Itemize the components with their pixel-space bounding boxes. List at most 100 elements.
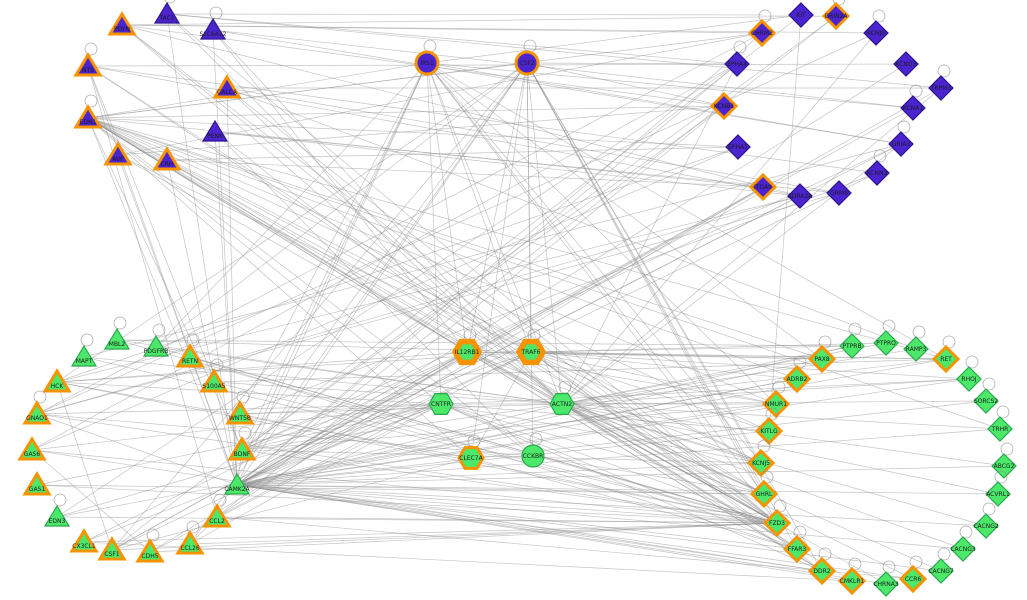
node-KCNQ3[interactable]: KCNQ3 [893, 51, 919, 77]
node-FFAR3[interactable]: FFAR3 [782, 525, 812, 564]
edge-SLC6A12-KCNA1 [212, 29, 914, 109]
node-KIT[interactable]: KIT [788, 2, 814, 28]
node-CACNG7[interactable]: CACNG7 [928, 547, 954, 584]
edge-CAMK2A-NMUR1 [236, 403, 777, 486]
edge-PDYN-CHRM2 [121, 24, 763, 34]
node-CMKLR1[interactable]: CMKLR1 [837, 557, 867, 596]
node-GRM8[interactable]: GRM8 [826, 180, 852, 206]
node-GNAO1[interactable]: GNAO1 [22, 390, 52, 425]
edge-IL12RB1-HCK [56, 351, 468, 383]
node-NTS[interactable]: NTS [73, 42, 103, 77]
edge-ACTN2-TRPM3 [561, 87, 942, 405]
self-loop-edge [848, 322, 862, 336]
edge-CRH-EPHA7 [166, 146, 739, 161]
edge-ACTN2-TAC1 [166, 13, 563, 405]
node-KCNA1[interactable]: KCNA1 [900, 84, 926, 121]
edge-CSF2-EDN1 [87, 62, 528, 119]
node-CCR6[interactable]: CCR6 [898, 555, 928, 594]
self-loop-edge [113, 316, 127, 330]
edge-TRAF6-NTS [87, 65, 532, 353]
node-RHOJ[interactable]: RHOJ [956, 355, 982, 392]
node-IL12RB1[interactable]: IL12RB1 [451, 328, 483, 366]
triangle-shape [103, 141, 133, 166]
edge-CNTFR-CX3CL1 [83, 403, 442, 543]
edge-NTS-ADRA2A [87, 65, 801, 197]
node-CX3CL1[interactable]: CX3CL1 [69, 528, 99, 553]
diamond-shape [782, 534, 812, 564]
edge-PENK-ADRA2A [214, 131, 801, 197]
node-CSF1[interactable]: CSF1 [97, 536, 127, 561]
diamond-shape [762, 508, 792, 538]
circle-shape [514, 50, 540, 76]
edge-ACTN2-WNT5B [239, 403, 563, 415]
node-CACNG3[interactable]: CACNG3 [950, 525, 976, 562]
self-loop-edge [912, 325, 926, 339]
node-EDN1[interactable]: EDN1 [73, 94, 103, 129]
edge-CNTFR-CDH5 [149, 403, 442, 553]
triangle-shape [73, 104, 103, 129]
node-KCNB1[interactable]: KCNB1 [709, 91, 739, 121]
edge-CAMK2A-RHOJ [236, 378, 970, 486]
edge-ITGA9-CDH5 [149, 186, 764, 553]
edge-EDN1-NMUR1 [87, 117, 777, 405]
edge-EDN1-KCNB1 [87, 105, 725, 119]
node-CALCA[interactable]: CALCA [212, 74, 242, 99]
diamond-shape [837, 566, 867, 596]
edge-ACTN2-RAMP3 [561, 348, 917, 405]
edge-EDN1-BDNF [87, 117, 243, 451]
edge-CSF2-IL12RB1 [466, 62, 528, 353]
edge-CAMK2A-FZD3 [236, 484, 778, 524]
node-CCL26[interactable]: CCL26 [175, 520, 205, 555]
edge-CAMK2A-CMKLR1 [236, 484, 853, 582]
edge-TRAF6-AVP [117, 154, 532, 353]
node-PDYN[interactable]: PDYN [107, 11, 137, 36]
edge-CAMK2A-ADRA2A [236, 195, 801, 486]
node-KCNJ9[interactable]: KCNJ9 [863, 9, 889, 46]
node-RAMP3[interactable]: RAMP3 [903, 325, 929, 362]
node-CACNG2[interactable]: CACNG2 [973, 502, 999, 539]
edge-CNTFR-CCL26 [189, 403, 442, 545]
node-NMUR1[interactable]: NMUR1 [761, 380, 791, 419]
node-PTPRO[interactable]: PTPRO [873, 319, 899, 356]
triangle-shape [73, 52, 103, 77]
edge-WNT5B-RHOJ [239, 378, 970, 415]
edge-EDN1-CNTFR [87, 117, 442, 405]
node-TAC1[interactable]: TAC1 [153, 0, 181, 24]
node-GRIN2A[interactable]: GRIN2A [821, 0, 851, 31]
node-MAPT[interactable]: MAPT [70, 333, 98, 367]
triangle-shape [70, 344, 98, 367]
diamond-shape [748, 172, 778, 202]
node-SLC6A12[interactable]: SLC6A12 [200, 6, 227, 40]
diamond-shape [787, 183, 813, 209]
diamond-shape [761, 389, 791, 419]
node-HCK[interactable]: HCK [42, 368, 72, 393]
node-GAS1[interactable]: GAS1 [22, 471, 52, 496]
edge-TRAF6-KITLG [530, 351, 770, 432]
node-MBL2[interactable]: MBL2 [103, 316, 131, 350]
edge-EPHA4-GAS6 [31, 63, 738, 451]
node-CHRNA3[interactable]: CHRNA3 [873, 560, 899, 597]
edge-KCNJ9-GNAO1 [36, 32, 877, 415]
node-ABCG2[interactable]: ABCG2 [991, 442, 1017, 479]
node-RET[interactable]: RET [931, 335, 961, 374]
edge-EDN1-RET [87, 117, 947, 360]
self-loop-edge [209, 6, 223, 20]
triangle-shape [225, 400, 255, 425]
edge-CAMK2A-DDR2 [236, 484, 823, 572]
edge-FZD3-HCK [56, 381, 778, 524]
triangle-shape [201, 119, 229, 142]
edge-CNTFR-KCNJ5 [440, 403, 762, 464]
edge-TRAF6-CLEC7A [470, 351, 532, 459]
edge-IRS1-TRAF6 [426, 62, 532, 353]
edge-TRAF6-CSF1 [111, 351, 532, 551]
triangle-shape [199, 368, 229, 393]
node-TRHR[interactable]: TRHR [987, 405, 1013, 442]
diamond-shape [709, 91, 739, 121]
self-loop-edge [965, 355, 979, 369]
node-CNTFR[interactable]: CNTFR [428, 393, 454, 415]
node-IRS1[interactable]: IRS1 [414, 39, 440, 76]
edge-FZD3-PDYN [121, 24, 778, 524]
edge-BDNF-KCNJ5 [241, 449, 762, 464]
node-EDN3[interactable]: EDN3 [43, 493, 71, 527]
diamond-shape [985, 481, 1011, 507]
